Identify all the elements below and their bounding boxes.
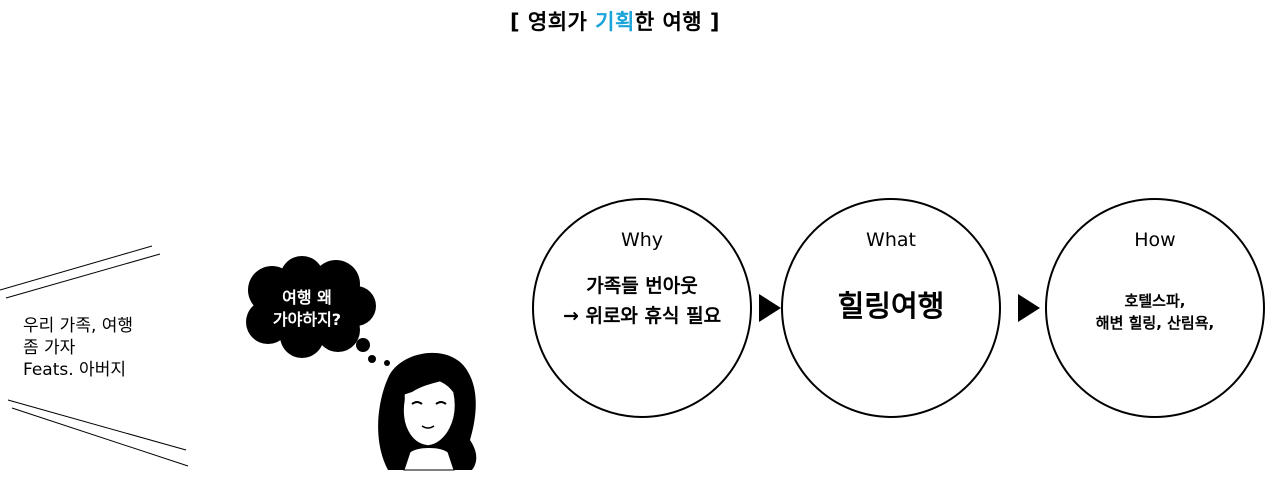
quote-line-3: Feats. 아버지 — [23, 360, 126, 380]
triangle-right-icon — [759, 294, 781, 322]
quote-line-2: 좀 가자 — [23, 338, 76, 358]
thought-line-2: 가야하지? — [272, 310, 342, 329]
how-body: 호텔스파, 해변 힐링, 산림욕, — [1047, 290, 1263, 334]
speech-lines-top — [0, 245, 161, 299]
what-line-1: 힐링여행 — [837, 289, 945, 323]
thought-bubble-text: 여행 왜 가야하지? — [257, 287, 357, 331]
title-highlight: 기획 — [595, 10, 635, 34]
what-body: 힐링여행 — [783, 288, 999, 324]
why-circle: Why 가족들 번아웃 → 위로와 휴식 필요 — [532, 198, 752, 418]
how-line-1: 호텔스파, — [1124, 292, 1186, 310]
how-line-2: 해변 힐링, 산림욕, — [1095, 314, 1215, 332]
how-label: How — [1134, 229, 1176, 251]
title-part-1: [ 영희가 — [509, 10, 596, 34]
speech-lines-bottom — [7, 399, 189, 467]
what-label: What — [866, 229, 916, 251]
why-body: 가족들 번아웃 → 위로와 휴식 필요 — [534, 271, 750, 331]
page-title: [ 영희가 기획한 여행 ] — [0, 6, 1230, 36]
why-label: Why — [620, 229, 664, 251]
girl-thinking-icon — [378, 352, 477, 471]
why-line-2: → 위로와 휴식 필요 — [562, 305, 722, 327]
title-part-2: 한 여행 ] — [634, 10, 720, 34]
thought-bubble-icon — [246, 256, 390, 366]
triangle-right-icon — [1018, 294, 1040, 322]
why-line-1: 가족들 번아웃 — [586, 275, 698, 297]
what-circle: What 힐링여행 — [781, 198, 1001, 418]
quote-line-1: 우리 가족, 여행 — [23, 316, 134, 336]
thought-line-1: 여행 왜 — [282, 288, 332, 307]
how-circle: How 호텔스파, 해변 힐링, 산림욕, — [1045, 198, 1265, 418]
father-quote: 우리 가족, 여행 좀 가자 Feats. 아버지 — [23, 315, 133, 381]
